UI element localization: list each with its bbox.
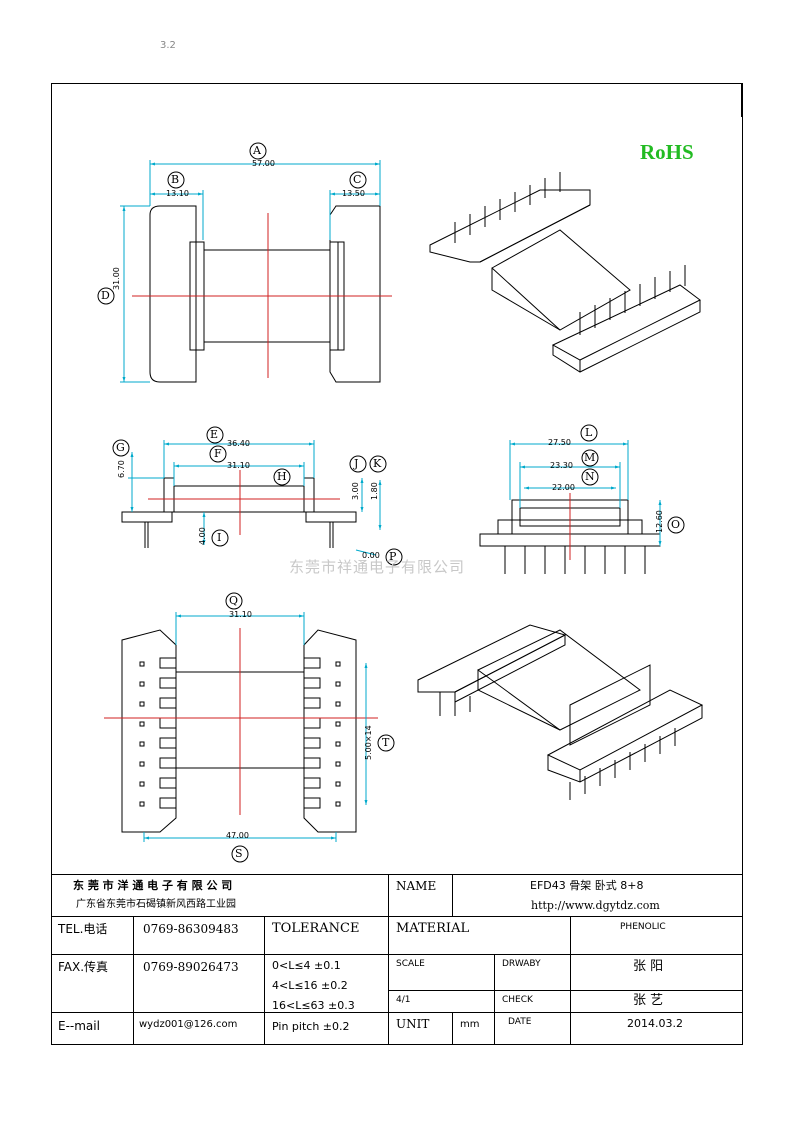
name-label: NAME [396,879,437,893]
pins-iso-bottom [439,692,676,800]
dim-T-value: 5.00×14 [364,725,373,760]
dim-M-value: 23.30 [550,461,573,470]
check-label: CHECK [502,995,533,1005]
dim-B-value: 13.10 [166,189,189,198]
tel-label: TEL.电话 [58,922,108,936]
dim-P-value: 0.00 [362,551,380,560]
pins-top [454,172,686,335]
tel-value: 0769-86309483 [143,922,239,936]
label-S: S [235,847,243,860]
label-I: I [217,531,222,544]
dim-S-value: 47.00 [226,831,249,840]
dim-I-value: 4.00 [198,527,207,545]
dim-O-value: 12.60 [655,510,664,533]
label-L: L [585,426,593,439]
tolerance-line-3: 16<L≤63 ±0.3 [272,999,355,1012]
label-C: C [353,173,362,186]
rohs-mark: RoHS [640,140,694,164]
date-value: 2014.03.2 [627,1017,683,1030]
dim-D-value: 31.00 [112,267,121,290]
dim-Q-value: 31.10 [229,610,252,619]
dim-G-value: 6.70 [117,460,126,478]
label-H: H [277,470,287,483]
material-value: PHENOLIC [620,922,666,932]
company-address: 广东省东莞市石碣镇新风西路工业园 [76,899,236,910]
tolerance-line-1: 0<L≤4 ±0.1 [272,959,341,972]
pins-front [504,546,646,574]
fax-value: 0769-89026473 [143,960,239,974]
label-K: K [373,457,382,470]
website-link[interactable]: http://www.dgytdz.com [531,899,660,912]
name-value: EFD43 骨架 卧式 8+8 [530,879,644,892]
pins-bottom [139,657,341,809]
company-name: 东 莞 市 洋 通 电 子 有 限 公 司 [73,879,233,892]
scale-label: SCALE [396,959,425,969]
header-mark: 3.2 [160,40,176,51]
label-J: J [354,457,359,470]
dim-J-value: 3.00 [351,482,360,500]
tolerance-line-2: 4<L≤16 ±0.2 [272,979,348,992]
dim-F-value: 31.10 [227,461,250,470]
date-label: DATE [508,1017,532,1027]
label-M: M [584,451,596,464]
label-N: N [585,470,595,483]
dim-L-value: 27.50 [548,438,571,447]
label-F: F [214,447,222,460]
dim-C-value: 13.50 [342,189,365,198]
dim-A-value: 57.00 [252,159,275,168]
drawby-value: 张 阳 [633,959,664,974]
dim-N-value: 22.00 [552,483,575,492]
label-O: O [671,518,681,531]
label-Q: Q [229,594,239,607]
fax-label: FAX.传真 [58,960,109,974]
unit-label: UNIT [396,1017,430,1031]
isometric-view-bottom [417,624,704,800]
tolerance-line-4: Pin pitch ±0.2 [272,1020,350,1033]
scale-value: 4/1 [396,995,411,1005]
top-view [149,205,381,383]
label-P: P [389,550,397,563]
drawing-sheet-border [51,83,743,1045]
label-A: A [253,144,261,157]
side-view [121,477,357,548]
dim-K-value: 1.80 [370,482,379,500]
label-E: E [210,428,219,441]
label-G: G [116,441,125,454]
bottom-view [121,629,357,833]
label-D: D [101,289,110,302]
sheet-corner-line [548,83,741,84]
email-value[interactable]: wydz001@126.com [139,1019,238,1030]
material-label: MATERIAL [396,921,470,936]
email-label: E--mail [58,1019,100,1033]
dimension-balloons [97,142,685,863]
company-watermark: 东莞市祥通电子有限公司 [289,558,466,576]
isometric-view-top [429,172,701,373]
sheet-corner-tick [741,83,743,117]
check-value: 张 艺 [633,993,664,1008]
label-B: B [171,173,180,186]
dim-E-value: 36.40 [227,439,250,448]
label-T: T [382,736,390,749]
left-flange [149,205,197,383]
tolerance-label: TOLERANCE [272,921,360,936]
drawby-label: DRWABY [502,959,541,969]
unit-value: mm [460,1019,480,1030]
